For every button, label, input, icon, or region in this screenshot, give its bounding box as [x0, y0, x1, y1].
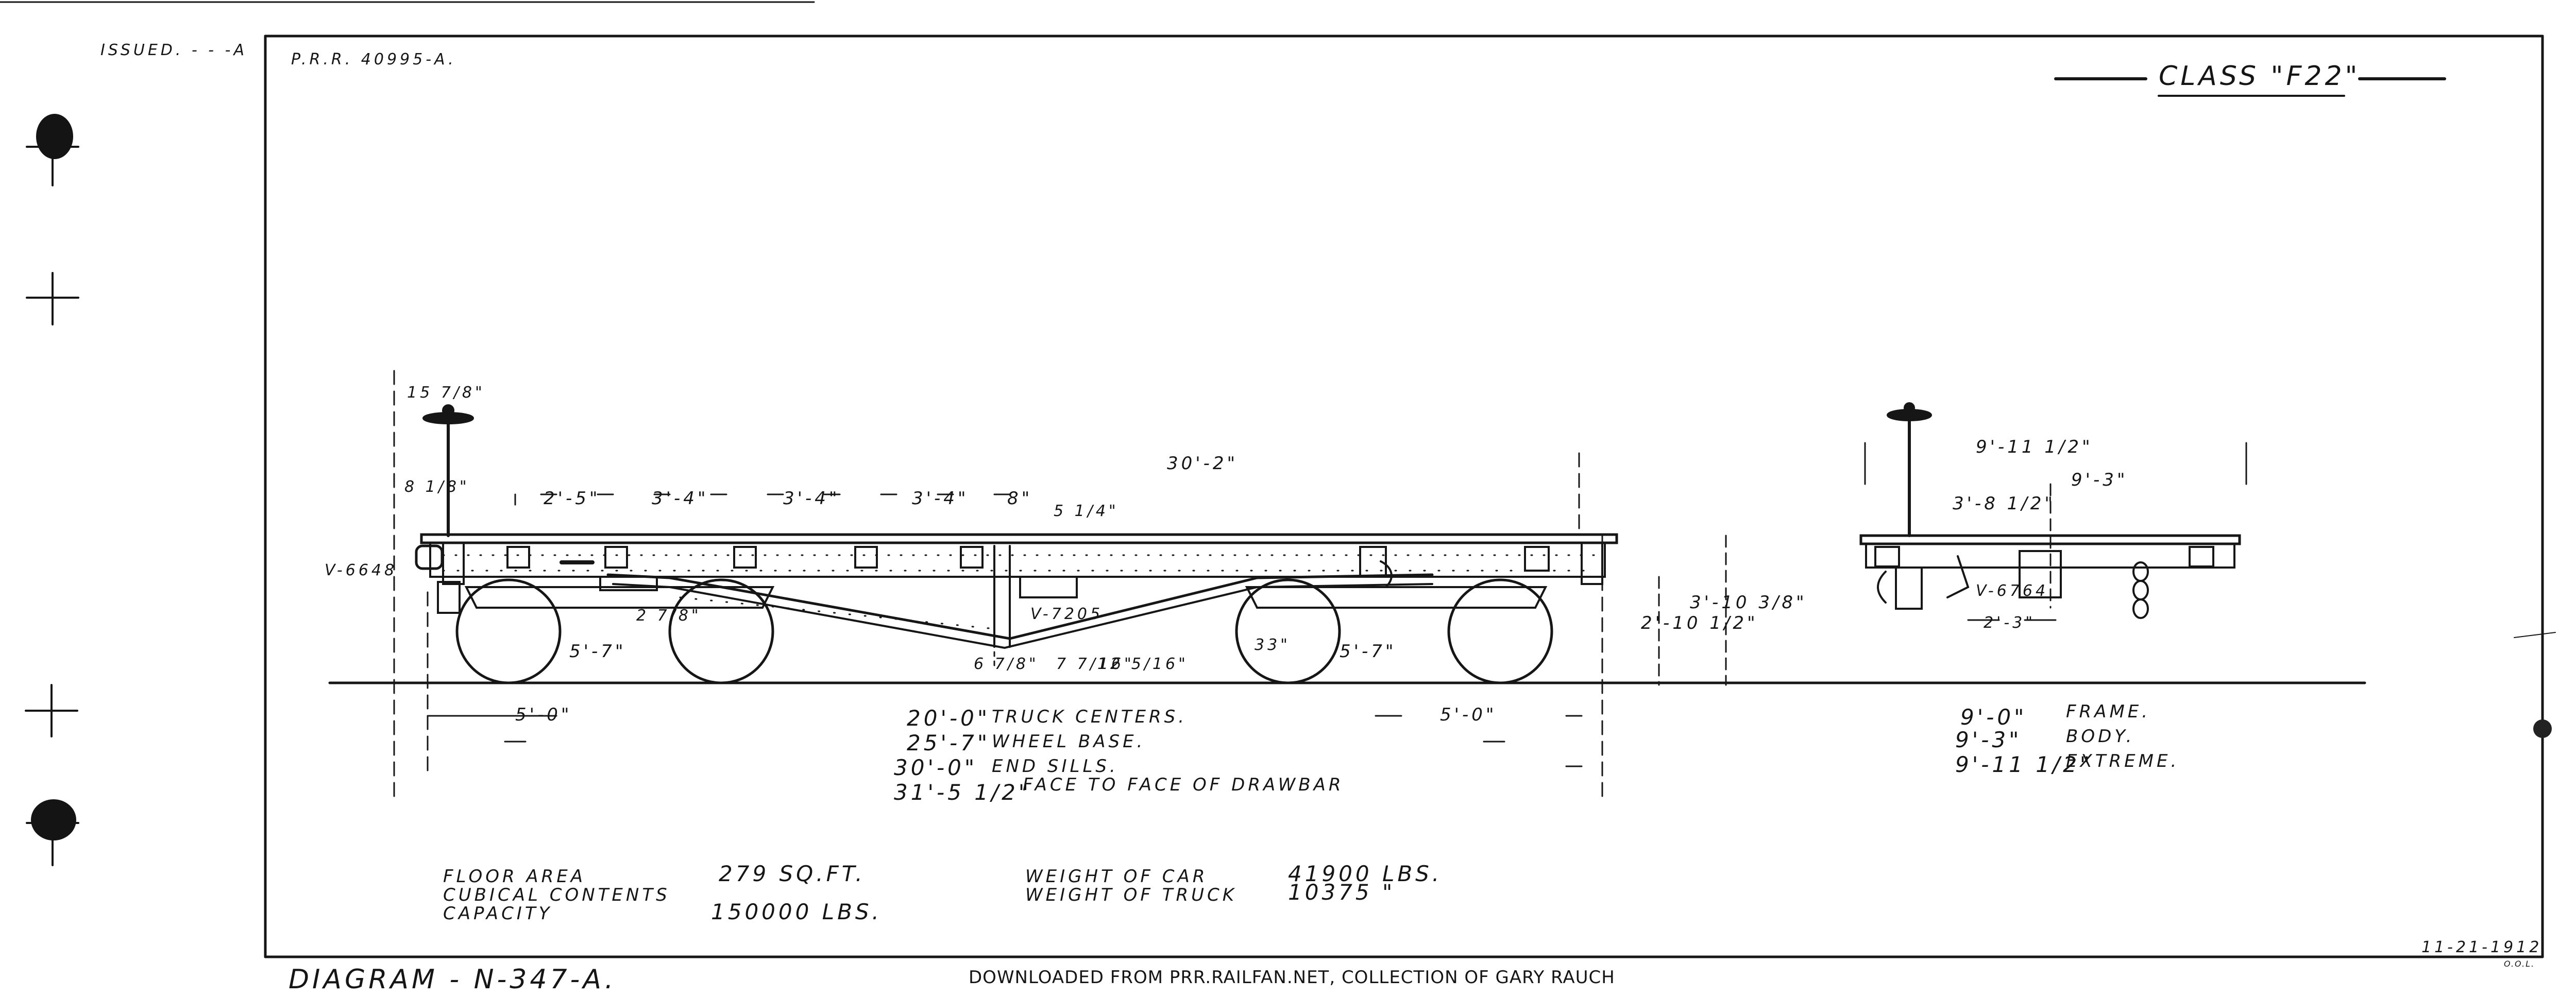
drawbar-value: 31'-5 1/2"	[894, 780, 1032, 805]
drawing-date: 11-21-1912	[2421, 938, 2543, 956]
small-top-dim: 5 1/4"	[1054, 502, 1119, 520]
segment-1: 2'-5"	[544, 488, 601, 509]
issued-note: ISSUED. - - -A	[100, 41, 248, 59]
drafter-initials: O.O.L.	[2504, 959, 2535, 969]
dim-a: 6 7/8"	[974, 655, 1039, 673]
wheel-base-value: 25'-7"	[907, 730, 991, 755]
brake-height: 8 1/8"	[404, 478, 470, 496]
side-dimensions	[393, 370, 1727, 804]
capacity-value: 150000 LBS.	[711, 899, 882, 924]
prr-number: P.R.R. 40995-A.	[291, 50, 456, 68]
car-weight-label: WEIGHT OF CAR	[1025, 866, 1208, 887]
deck-height: 2'-10 1/2"	[1641, 613, 1758, 633]
drawbar-label: FACE TO FACE OF DRAWBAR	[1023, 775, 1344, 795]
cubical-contents-label: CUBICAL CONTENTS	[443, 885, 670, 905]
wheel-base-label: WHEEL BASE.	[992, 731, 1146, 752]
brake-offset: 15 7/8"	[407, 384, 485, 402]
download-credit: DOWNLOADED FROM PRR.RAILFAN.NET, COLLECT…	[969, 967, 1615, 988]
dim-c: 12 5/16"	[1097, 655, 1189, 673]
segment-3: 3'-4"	[783, 488, 840, 509]
floor-area-value: 279 SQ.FT.	[719, 861, 866, 886]
end-offset: 3'-8 1/2"	[1953, 493, 2056, 514]
extreme-value: 9'-11 1/2"	[1955, 752, 2093, 777]
end-bottom-dim: 2'-3"	[1984, 614, 2036, 632]
overall-length-top: 30'-2"	[1167, 453, 1239, 474]
end-ref: V-6764	[1976, 582, 2049, 600]
end-sills-label: END SILLS.	[992, 756, 1118, 777]
truck-centers-label: TRUCK CENTERS.	[992, 707, 1188, 727]
diagram-number: DIAGRAM - N-347-A.	[289, 964, 617, 995]
side-elevation	[415, 404, 1618, 684]
floor-area-label: FLOOR AREA	[443, 866, 586, 887]
margin-marks	[25, 114, 2556, 866]
segment-4: 3'-4"	[912, 488, 969, 509]
frame-value: 9'-0"	[1960, 705, 2027, 730]
truck-centers-value: 20'-0"	[907, 706, 991, 731]
truck-weight-value: 10375 "	[1288, 880, 1396, 905]
truck-weight-label: WEIGHT OF TRUCK	[1025, 885, 1238, 905]
frame-label: FRAME.	[2066, 701, 2151, 722]
wheel-spacing-right: 5'-7"	[1340, 641, 1397, 662]
dim-b: 7 7/16"	[1056, 655, 1134, 673]
segment-2: 3'-4"	[652, 488, 709, 509]
body-value: 9'-3"	[1955, 727, 2022, 752]
end-offset-right: 5'-0"	[1440, 705, 1497, 725]
segment-5: 8"	[1007, 488, 1033, 509]
top-height: 3'-10 3/8"	[1690, 592, 1807, 613]
capacity-label: CAPACITY	[443, 903, 553, 924]
class-title: CLASS "F22"	[2159, 61, 2361, 92]
end-elevation	[1859, 402, 2247, 621]
wheel-diameter: 33"	[1255, 636, 1291, 654]
body-label: BODY.	[2066, 726, 2135, 747]
end-top-width: 9'-11 1/2"	[1976, 437, 2093, 457]
end-offset-left: 5'-0"	[515, 705, 572, 725]
car-weight-value: 41900 LBS.	[1288, 861, 1443, 886]
fishbelly-dim: 2 7/8"	[636, 607, 702, 625]
coupler-ref: V-6648	[325, 561, 398, 579]
end-sills-value: 30'-0"	[894, 755, 978, 780]
extreme-label: EXTREME.	[2066, 751, 2180, 771]
end-width-2: 9'-3"	[2071, 470, 2128, 490]
sheet-border	[0, 1, 2544, 958]
wheel-spacing-left: 5'-7"	[569, 641, 626, 662]
bolster-ref: V-7205	[1030, 605, 1104, 623]
